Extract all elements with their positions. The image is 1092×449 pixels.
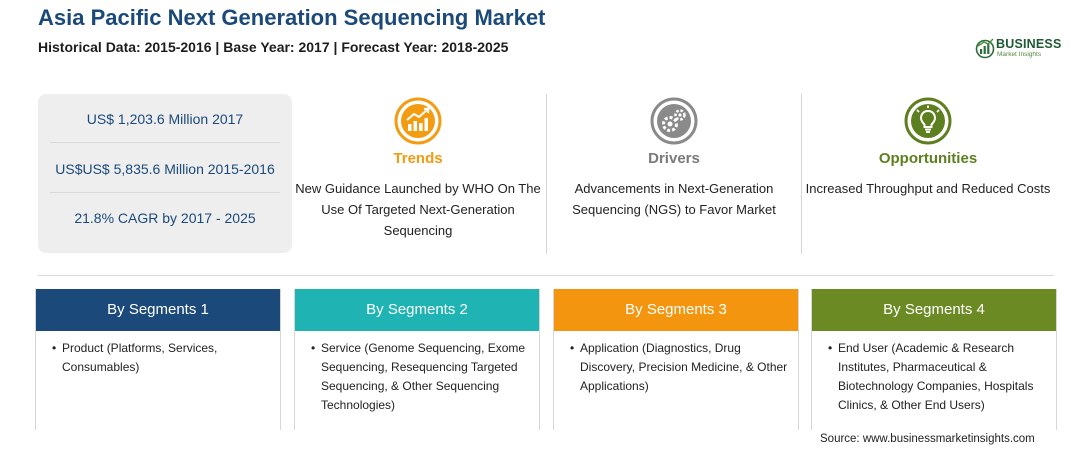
feature-text-trends: New Guidance Launched by WHO On The Use … xyxy=(295,181,541,238)
segment-item: Product (Platforms, Services, Consumable… xyxy=(62,341,218,374)
segment-item: Application (Diagnostics, Drug Discovery… xyxy=(580,341,788,393)
page-title: Asia Pacific Next Generation Sequencing … xyxy=(38,5,546,30)
segment-body: • Product (Platforms, Services, Consumab… xyxy=(36,331,280,377)
segment-card-1: By Segments 1 • Product (Platforms, Serv… xyxy=(35,289,281,430)
company-logo: BUSINESS Market Insights xyxy=(975,35,1065,61)
bullet-icon: • xyxy=(52,341,57,355)
logo-name: BUSINESS xyxy=(996,37,1062,51)
segment-body: • Service (Genome Sequencing, Exome Sequ… xyxy=(295,331,539,415)
segment-header: By Segments 3 xyxy=(554,289,798,331)
lightbulb-icon xyxy=(904,97,952,145)
column-divider xyxy=(801,94,802,254)
globe-logo-icon xyxy=(975,38,995,59)
logo-tagline: Market Insights xyxy=(997,51,1042,58)
trend-chart-icon xyxy=(394,97,442,145)
feature-text-opportunities: Increased Throughput and Reduced Costs xyxy=(805,181,1051,196)
segment-body: • End User (Academic & Research Institut… xyxy=(812,331,1056,415)
column-divider xyxy=(546,94,547,254)
feature-title-opportunities: Opportunities xyxy=(878,150,978,167)
segment-card-3: By Segments 3 • Application (Diagnostics… xyxy=(553,289,799,430)
feature-text-drivers: Advancements in Next-Generation Sequenci… xyxy=(572,181,776,217)
feature-title-trends: Trends xyxy=(393,150,443,167)
gears-icon xyxy=(650,97,698,145)
segment-body: • Application (Diagnostics, Drug Discove… xyxy=(554,331,798,396)
key-stats-panel: US$ 1,203.6 Million 2017 US$US$ 5,835.6 … xyxy=(38,94,292,253)
segment-card-2: By Segments 2 • Service (Genome Sequenci… xyxy=(294,289,540,430)
segment-card-4: By Segments 4 • End User (Academic & Res… xyxy=(811,289,1057,430)
bullet-icon: • xyxy=(311,341,316,355)
stat-divider xyxy=(50,192,280,193)
feature-title-drivers: Drivers xyxy=(648,150,700,167)
segment-header: By Segments 2 xyxy=(295,289,539,331)
section-divider xyxy=(38,275,1054,276)
segment-item: Service (Genome Sequencing, Exome Sequen… xyxy=(321,341,526,412)
stat-cagr: 21.8% CAGR by 2017 - 2025 xyxy=(74,210,256,226)
segment-header: By Segments 4 xyxy=(812,289,1056,331)
bullet-icon: • xyxy=(828,341,833,355)
stat-market-value-2017: US$ 1,203.6 Million 2017 xyxy=(86,111,244,127)
source-note: Source: www.businessmarketinsights.com xyxy=(820,433,1035,445)
segment-header: By Segments 1 xyxy=(36,289,280,331)
stat-market-value-historical: US$US$ 5,835.6 Million 2015-2016 xyxy=(55,161,275,177)
bullet-icon: • xyxy=(570,341,575,355)
page-subtitle: Historical Data: 2015-2016 | Base Year: … xyxy=(38,39,509,55)
stat-divider xyxy=(50,142,280,143)
segment-item: End User (Academic & Research Institutes… xyxy=(838,341,1034,412)
